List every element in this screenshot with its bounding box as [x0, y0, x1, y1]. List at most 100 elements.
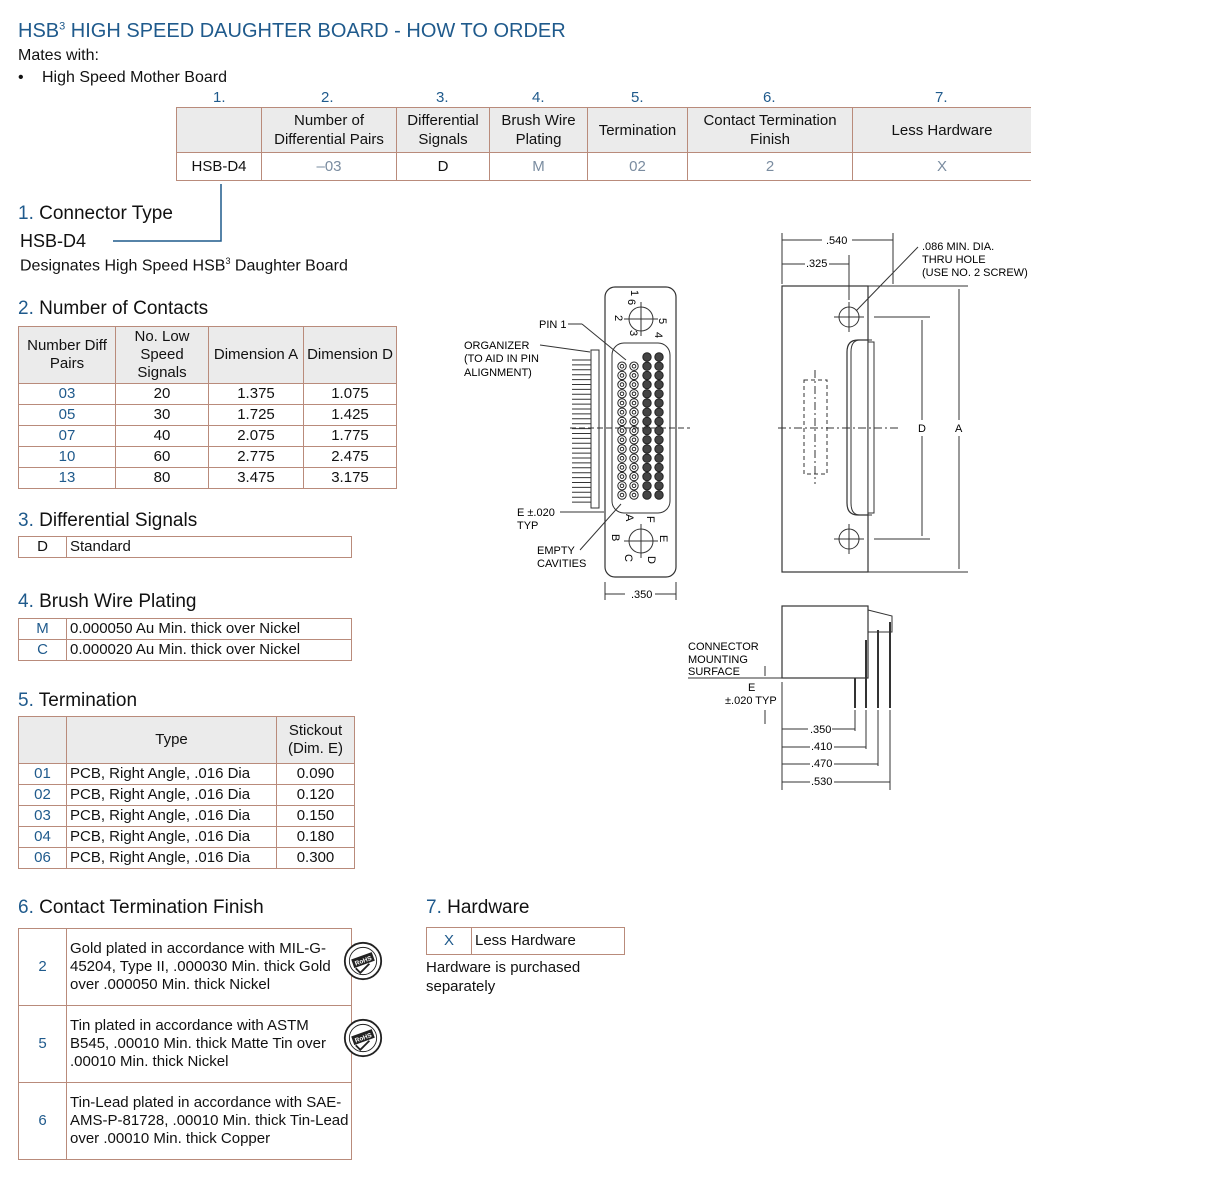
e-typ-label: E: [748, 682, 755, 694]
cell: PCB, Right Angle, .016 Dia: [66, 805, 277, 827]
contact: [629, 462, 639, 473]
contact: [642, 361, 652, 371]
contact-inner: [619, 428, 625, 433]
cell: 40: [115, 425, 209, 447]
contact: [617, 416, 627, 427]
contact-inner: [619, 474, 625, 479]
contact: [654, 471, 664, 482]
organizer: [590, 349, 600, 509]
side-dim-label: .410: [811, 741, 832, 753]
cell: PCB, Right Angle, .016 Dia: [66, 826, 277, 848]
section-1-title: 1. Connector Type: [18, 203, 173, 224]
cell: Tin plated in accordance with ASTM B545,…: [66, 1005, 352, 1083]
cell: 60: [115, 446, 209, 468]
organizer-label: (TO AID IN PIN: [464, 353, 539, 365]
side-view-body: [781, 285, 869, 573]
e-tolerance-label: TYP: [517, 520, 538, 532]
contact-inner: [619, 382, 625, 387]
contact: [642, 389, 652, 399]
termination-header: Type: [66, 716, 277, 764]
contact: [629, 471, 639, 482]
contact-inner: [631, 400, 637, 406]
cell: 2.475: [303, 446, 397, 468]
order-value: 2: [687, 152, 853, 181]
cell: 2.075: [208, 425, 304, 447]
contact-inner: [631, 437, 637, 443]
cell: 1.075: [303, 383, 397, 405]
cell: 6: [18, 1082, 67, 1160]
contact: [654, 379, 664, 390]
cell: D: [18, 536, 67, 558]
order-value: HSB-D4: [176, 152, 262, 181]
cell: 2: [18, 928, 67, 1006]
contact: [629, 481, 639, 491]
cell: 2.775: [208, 446, 304, 468]
contact: [629, 370, 639, 381]
cell: 06: [18, 847, 67, 869]
contact-inner: [631, 492, 637, 498]
cell: 0.000020 Au Min. thick over Nickel: [66, 639, 352, 661]
cell: 80: [115, 467, 209, 489]
contact-inner: [631, 446, 637, 452]
mates-label: Mates with:: [18, 47, 99, 64]
e-tolerance-label: E ±.020: [517, 507, 555, 519]
connector-drawing: 6 5 1 4 2 3 F E A D B C PIN 1 ORGANIZER …: [464, 233, 1028, 790]
contact-inner: [619, 437, 625, 443]
cell: 02: [18, 784, 67, 806]
dim-540-label: .540: [826, 235, 847, 247]
contact: [617, 398, 627, 408]
pin1-label: PIN 1: [539, 319, 567, 331]
side-dim-label: .530: [811, 776, 832, 788]
cell: M: [18, 618, 67, 640]
cell: Gold plated in accordance with MIL-G-452…: [66, 928, 352, 1006]
rohs-icon: RoHS: [343, 941, 383, 981]
pin-label: B: [609, 534, 621, 541]
section-4-title: 4. Brush Wire Plating: [18, 591, 197, 612]
dim-a-label: A: [955, 423, 963, 435]
cell: 10: [18, 446, 116, 468]
order-value: M: [489, 152, 588, 181]
contact-inner: [619, 363, 625, 369]
cell: 07: [18, 425, 116, 447]
order-header: Contact Termination Finish: [687, 107, 853, 153]
order-value: X: [852, 152, 1031, 181]
section-3-title: 3. Differential Signals: [18, 510, 198, 531]
contact: [654, 435, 664, 445]
order-table: Number of Differential Pairs Differentia…: [176, 107, 1031, 181]
cell: X: [426, 927, 472, 955]
contacts-header: No. Low Speed Signals: [115, 326, 209, 384]
contact-inner: [619, 409, 625, 415]
cell: 0.090: [276, 763, 355, 785]
pin-label: 6: [625, 299, 637, 305]
contact: [642, 407, 652, 417]
cell: PCB, Right Angle, .016 Dia: [66, 784, 277, 806]
contact-inner: [631, 483, 637, 489]
contact-inner: [619, 465, 625, 470]
contact-inner: [631, 382, 637, 387]
empty-cavities-label: EMPTY: [537, 545, 576, 557]
contact: [617, 444, 627, 454]
contact-inner: [631, 428, 637, 433]
contact-grid: [617, 352, 664, 500]
organizer-label: ALIGNMENT): [464, 367, 532, 379]
cell: 0.000050 Au Min. thick over Nickel: [66, 618, 352, 640]
contact: [617, 389, 627, 399]
connector-code: HSB-D4: [20, 231, 87, 251]
contact: [629, 453, 639, 463]
cell: 1.375: [208, 383, 304, 405]
contact: [654, 462, 664, 473]
contact: [642, 370, 652, 381]
organizer-label: ORGANIZER: [464, 340, 529, 352]
side-dim-label: .470: [811, 758, 832, 770]
contacts-header: Dimension A: [208, 326, 304, 384]
contact: [617, 453, 627, 463]
contact: [654, 416, 664, 427]
cell: Standard: [66, 536, 352, 558]
